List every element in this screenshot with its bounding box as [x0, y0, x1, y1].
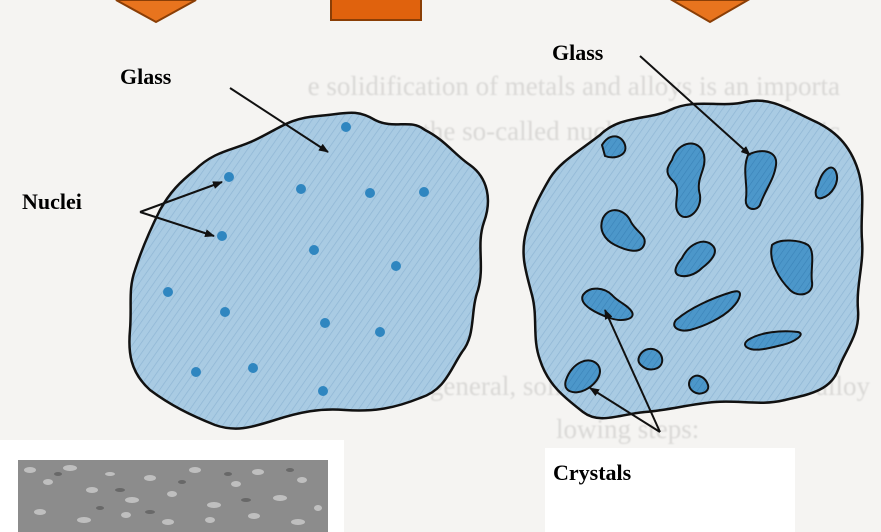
crystal: [638, 349, 662, 370]
nucleus: [309, 245, 319, 255]
nucleus: [419, 187, 429, 197]
orange-block-center: [331, 0, 421, 20]
bg-text-line-1: e solidification of metals and alloys is…: [308, 71, 840, 101]
nucleus: [163, 287, 173, 297]
nucleus: [191, 367, 201, 377]
glass-label-left: Glass: [120, 66, 171, 88]
nucleus: [318, 386, 328, 396]
nucleus: [217, 231, 227, 241]
nucleus: [391, 261, 401, 271]
nuclei-label: Nuclei: [22, 191, 82, 213]
nucleus: [220, 307, 230, 317]
nucleus: [296, 184, 306, 194]
bg-text-line-5: lowing steps:: [556, 414, 699, 444]
nucleus: [375, 327, 385, 337]
crystals-label: Crystals: [553, 462, 631, 484]
glass-label-right: Glass: [552, 42, 603, 64]
micrograph-image: [18, 460, 328, 532]
nucleus: [341, 122, 351, 132]
nucleus: [224, 172, 234, 182]
crystal: [602, 136, 625, 157]
nucleus: [248, 363, 258, 373]
nucleus: [320, 318, 330, 328]
nucleus: [365, 188, 375, 198]
